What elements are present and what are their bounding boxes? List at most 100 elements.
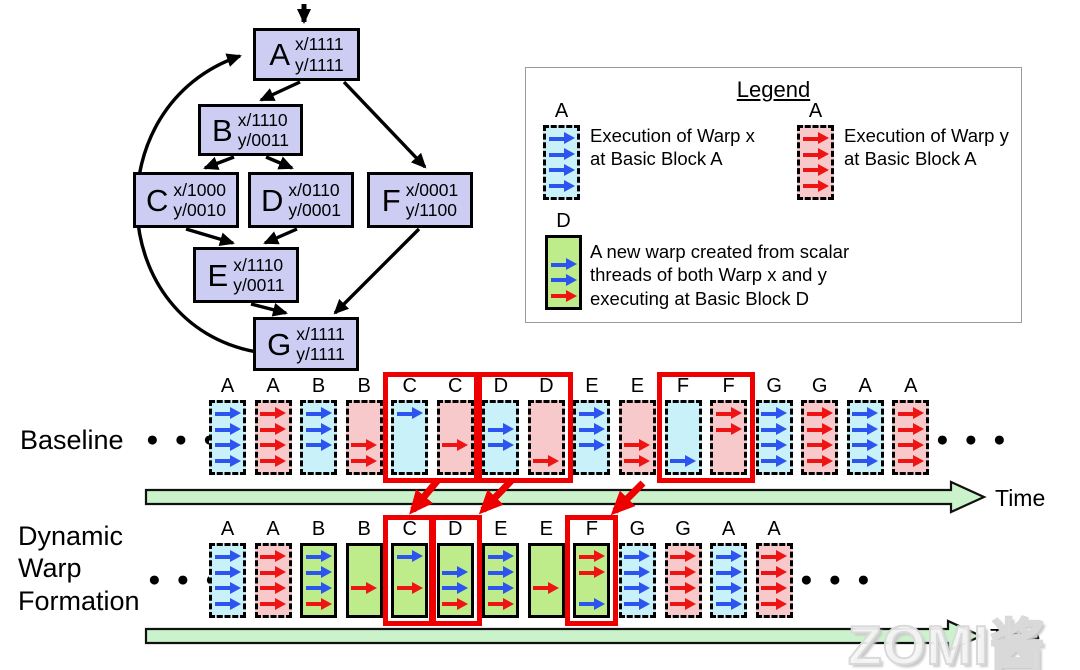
blue-thread-arrow-icon <box>305 407 332 420</box>
blue-thread-arrow-icon <box>624 550 651 563</box>
red-thread-arrow-icon <box>761 597 788 611</box>
red-thread-arrow-icon <box>624 438 651 452</box>
blue-thread-arrow-icon <box>548 179 575 193</box>
warp-block-label: E <box>539 518 554 540</box>
warp-block-D-new-warp <box>545 235 582 310</box>
cfg-node-letter: G <box>267 326 292 362</box>
blue-thread-arrow-icon <box>852 454 879 468</box>
blue-thread-arrow-icon <box>305 438 332 452</box>
thread-lane <box>759 597 790 611</box>
red-thread-arrow-icon <box>802 148 829 161</box>
dwf-row-label: Dynamic Warp Formation <box>18 521 140 616</box>
transfer-arrow-F <box>610 480 646 516</box>
thread-lane <box>349 438 380 452</box>
thread-lane <box>668 454 699 468</box>
red-thread-arrow-icon <box>802 179 829 193</box>
divergence-highlight-box <box>656 372 756 483</box>
thread-lane <box>759 438 790 452</box>
thread-lane <box>548 289 579 303</box>
thread-lane <box>440 566 471 580</box>
divergence-highlight-box <box>383 372 482 483</box>
warp-block-A-warp-y <box>892 400 930 475</box>
warp-block-label: A <box>808 100 823 122</box>
thread-lane <box>485 438 516 452</box>
thread-lane <box>713 407 744 421</box>
thread-lane <box>303 597 334 611</box>
red-thread-arrow-icon <box>897 423 924 436</box>
red-thread-arrow-icon <box>670 566 696 579</box>
blue-thread-arrow-icon <box>487 550 514 563</box>
warp-block-A-warp-x <box>710 543 748 618</box>
thread-lane <box>531 454 562 468</box>
red-thread-arrow-icon <box>260 407 287 420</box>
thread-lane <box>804 407 835 421</box>
thread-lane <box>303 438 334 452</box>
blue-thread-arrow-icon <box>442 566 469 579</box>
warp-block-label: A <box>220 518 235 540</box>
thread-lane <box>548 242 579 256</box>
red-thread-arrow-icon <box>802 163 829 177</box>
red-thread-arrow-icon <box>487 597 514 611</box>
thread-lane <box>895 407 926 421</box>
blue-thread-arrow-icon <box>396 550 423 563</box>
thread-lane <box>258 581 289 595</box>
thread-lane <box>485 423 516 437</box>
cfg-node-letter: D <box>261 182 284 218</box>
blue-thread-arrow-icon <box>761 407 788 420</box>
thread-lane <box>804 423 835 437</box>
edge-A-to-F <box>342 80 427 169</box>
warp-block-label: A <box>767 518 781 540</box>
warp-block-label: G <box>629 518 646 540</box>
thread-lane <box>850 407 881 421</box>
warp-block-label: F <box>676 375 690 397</box>
thread-lane <box>668 566 699 580</box>
transfer-arrow-D <box>478 477 515 515</box>
red-thread-arrow-icon <box>550 289 577 303</box>
red-thread-arrow-icon <box>670 581 696 595</box>
thread-lane <box>546 179 577 193</box>
warp-block-D-warp-x <box>482 400 520 475</box>
thread-lane <box>258 597 289 611</box>
thread-lane <box>804 438 835 452</box>
blue-thread-arrow-icon <box>305 550 332 563</box>
legend-title: Legend <box>736 77 811 102</box>
blue-thread-arrow-icon <box>715 581 742 595</box>
blue-thread-arrow-icon <box>487 581 514 595</box>
warp-block-E-new-warp <box>482 543 520 618</box>
warp-block-label: C <box>402 518 417 540</box>
blue-thread-arrow-icon <box>578 438 605 452</box>
thread-lane <box>531 597 562 611</box>
red-thread-arrow-icon <box>260 438 287 452</box>
blue-thread-arrow-icon <box>214 550 241 563</box>
red-thread-arrow-icon <box>670 550 696 563</box>
thread-lane <box>895 454 926 468</box>
warp-block-label: A <box>858 375 872 397</box>
blue-thread-arrow-icon <box>305 581 332 595</box>
thread-lane <box>548 258 579 272</box>
warp-block-label: G <box>766 375 782 397</box>
warp-block-G-warp-x <box>755 400 793 475</box>
blue-thread-arrow-icon <box>305 423 332 436</box>
warp-block-label: E <box>630 375 645 397</box>
warp-block-A-warp-y <box>254 400 292 475</box>
blue-thread-arrow-icon <box>548 132 575 145</box>
thread-lane <box>440 581 471 595</box>
cfg-node-letter: B <box>212 112 233 148</box>
time-label-dwf: Time <box>990 624 1041 650</box>
blue-thread-arrow-icon <box>396 407 423 420</box>
legend-text-new-warp: A new warp created from scalar threads o… <box>590 241 850 309</box>
warp-block-B-new-warp <box>345 543 383 618</box>
thread-lane <box>258 566 289 580</box>
red-thread-arrow-icon <box>260 566 287 579</box>
time-label-baseline: Time <box>995 485 1046 511</box>
thread-lane <box>850 423 881 437</box>
thread-lane <box>303 550 334 564</box>
thread-lane <box>258 550 289 564</box>
red-thread-arrow-icon <box>260 597 287 611</box>
thread-lane <box>548 273 579 287</box>
thread-lane <box>713 423 744 437</box>
